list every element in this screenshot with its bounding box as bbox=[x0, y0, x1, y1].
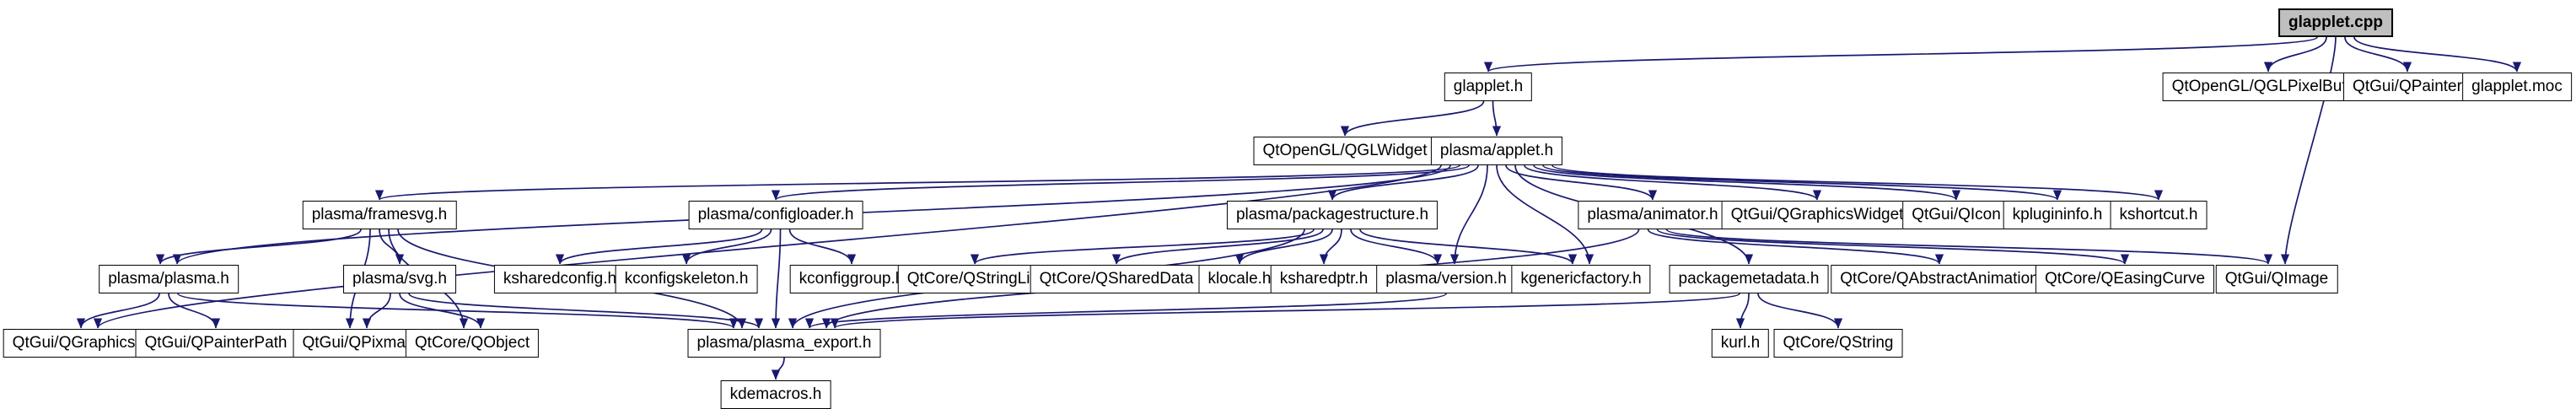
graph-node-ksharedptr_h[interactable]: ksharedptr.h bbox=[1270, 265, 1378, 293]
edge-svg_h--qobject bbox=[399, 293, 486, 329]
edge-animator_h--qimage bbox=[1665, 229, 2272, 265]
edge-svg_h--qpixmap bbox=[362, 293, 391, 329]
edge-packagemetadata_h--kurl_h bbox=[1735, 293, 1750, 329]
graph-node-applet_h[interactable]: plasma/applet.h bbox=[1430, 137, 1563, 165]
edge-framesvg_h--svg_h bbox=[379, 229, 405, 265]
graph-node-framesvg_h[interactable]: plasma/framesvg.h bbox=[302, 201, 457, 229]
graph-node-glapplet_cpp: glapplet.cpp bbox=[2278, 8, 2393, 37]
graph-node-kurl_h[interactable]: kurl.h bbox=[1711, 329, 1770, 358]
edge-plasma_export_h--kdemacros_h bbox=[771, 357, 785, 380]
edge-packagestructure_h--qstringlist bbox=[971, 229, 1315, 265]
edge-glapplet_h--qglwidget bbox=[1340, 100, 1485, 137]
edge-packagestructure_h--version_h bbox=[1350, 229, 1443, 265]
edge-applet_h--animator_h bbox=[1505, 164, 1658, 201]
graph-node-qglpixelbuffer[interactable]: QtOpenGL/QGLPixelBuffer bbox=[2162, 73, 2374, 101]
edge-packagemetadata_h--plasma_export_h bbox=[831, 293, 1740, 329]
edge-plasma_h--qpainterpath bbox=[168, 293, 221, 329]
graph-node-kplugininfo_h[interactable]: kplugininfo.h bbox=[2003, 201, 2112, 229]
edge-configloader_h--ksharedconfig_h bbox=[555, 229, 763, 265]
graph-node-qgraphicswidget[interactable]: QtGui/QGraphicsWidget bbox=[1721, 201, 1913, 229]
edge-glapplet_cpp--qimage bbox=[2280, 36, 2337, 265]
graph-node-kdemacros_h[interactable]: kdemacros.h bbox=[720, 380, 831, 409]
graph-node-qshareddata[interactable]: QtCore/QSharedData bbox=[1030, 265, 1203, 293]
graph-node-ksharedconfig_h[interactable]: ksharedconfig.h bbox=[493, 265, 627, 293]
edge-svg_h--plasma_export_h bbox=[408, 293, 763, 329]
edge-animator_h--qeasingcurve bbox=[1656, 229, 2129, 265]
graph-node-svg_h[interactable]: plasma/svg.h bbox=[343, 265, 456, 293]
edge-configloader_h--kconfigskeleton_h bbox=[681, 229, 772, 265]
edge-applet_h--framesvg_h bbox=[375, 164, 1460, 201]
graph-node-qicon[interactable]: QtGui/QIcon bbox=[1902, 201, 2010, 229]
graph-node-version_h[interactable]: plasma/version.h bbox=[1376, 265, 1516, 293]
edge-packagestructure_h--klocale_h bbox=[1234, 229, 1333, 265]
edge-animator_h--qabstractanimation bbox=[1647, 229, 1944, 265]
edge-glapplet_cpp--glapplet_h bbox=[1484, 36, 2318, 73]
edge-glapplet_cpp--glapplet_moc bbox=[2353, 36, 2522, 73]
graph-node-glapplet_h[interactable]: glapplet.h bbox=[1444, 73, 1533, 101]
graph-node-kconfigskeleton_h[interactable]: kconfigskeleton.h bbox=[615, 265, 758, 293]
edge-configloader_h--kconfiggroup_h bbox=[788, 229, 857, 265]
edge-applet_h--qicon bbox=[1533, 164, 1960, 201]
graph-node-kconfiggroup_h[interactable]: kconfiggroup.h bbox=[789, 265, 914, 293]
edge-glapplet_cpp--qglpixelbuffer bbox=[2263, 36, 2327, 73]
graph-node-packagestructure_h[interactable]: plasma/packagestructure.h bbox=[1226, 201, 1439, 229]
edge-applet_h--kgenericfactory_h bbox=[1496, 164, 1595, 265]
edge-packagemetadata_h--qstring bbox=[1757, 293, 1843, 329]
graph-node-qglwidget[interactable]: QtOpenGL/QGLWidget bbox=[1253, 137, 1437, 165]
graph-node-qpainter[interactable]: QtGui/QPainter bbox=[2343, 73, 2471, 101]
graph-node-configloader_h[interactable]: plasma/configloader.h bbox=[688, 201, 863, 229]
graph-node-packagemetadata_h[interactable]: packagemetadata.h bbox=[1669, 265, 1829, 293]
edge-glapplet_h--applet_h bbox=[1492, 100, 1502, 137]
graph-node-klocale_h[interactable]: klocale.h bbox=[1198, 265, 1281, 293]
edge-packagestructure_h--qshareddata bbox=[1111, 229, 1324, 265]
graph-node-plasma_export_h[interactable]: plasma/plasma_export.h bbox=[687, 329, 881, 358]
graph-node-qeasingcurve[interactable]: QtCore/QEasingCurve bbox=[2035, 265, 2215, 293]
graph-node-qobject[interactable]: QtCore/QObject bbox=[405, 329, 540, 358]
edge-configloader_h--plasma_export_h bbox=[771, 229, 782, 329]
graph-node-qstring[interactable]: QtCore/QString bbox=[1773, 329, 1903, 358]
graph-node-plasma_h[interactable]: plasma/plasma.h bbox=[99, 265, 239, 293]
edge-packagestructure_h--kgenericfactory_h bbox=[1359, 229, 1578, 265]
edge-framesvg_h--plasma_h bbox=[155, 229, 362, 265]
edge-applet_h--version_h bbox=[1449, 164, 1488, 265]
edge-packagestructure_h--ksharedptr_h bbox=[1319, 229, 1342, 265]
edge-applet_h--qgraphicswidget bbox=[1524, 164, 1822, 201]
graph-node-animator_h[interactable]: plasma/animator.h bbox=[1578, 201, 1728, 229]
edge-applet_h--packagestructure_h bbox=[1327, 164, 1479, 201]
graph-node-glapplet_moc[interactable]: glapplet.moc bbox=[2462, 73, 2572, 101]
graph-node-qimage[interactable]: QtGui/QImage bbox=[2215, 265, 2338, 293]
edge-version_h--plasma_export_h bbox=[805, 293, 1447, 329]
graph-node-qpixmap[interactable]: QtGui/QPixmap bbox=[293, 329, 424, 358]
edge-plasma_h--plasma_export_h bbox=[177, 293, 738, 329]
edge-plasma_h--qgraphicsitem bbox=[76, 293, 160, 329]
graph-node-qabstractanimation[interactable]: QtCore/QAbstractAnimation bbox=[1831, 265, 2048, 293]
edge-applet_h--kplugininfo_h bbox=[1542, 164, 2062, 201]
edge-glapplet_cpp--qpainter bbox=[2344, 36, 2412, 73]
graph-node-kgenericfactory_h[interactable]: kgenericfactory.h bbox=[1511, 265, 1651, 293]
graph-node-kshortcut_h[interactable]: kshortcut.h bbox=[2110, 201, 2208, 229]
graph-node-qpainterpath[interactable]: QtGui/QPainterPath bbox=[135, 329, 297, 358]
graph-node-qstringlist[interactable]: QtCore/QStringList bbox=[897, 265, 1052, 293]
edge-applet_h--kshortcut_h bbox=[1552, 164, 2163, 201]
